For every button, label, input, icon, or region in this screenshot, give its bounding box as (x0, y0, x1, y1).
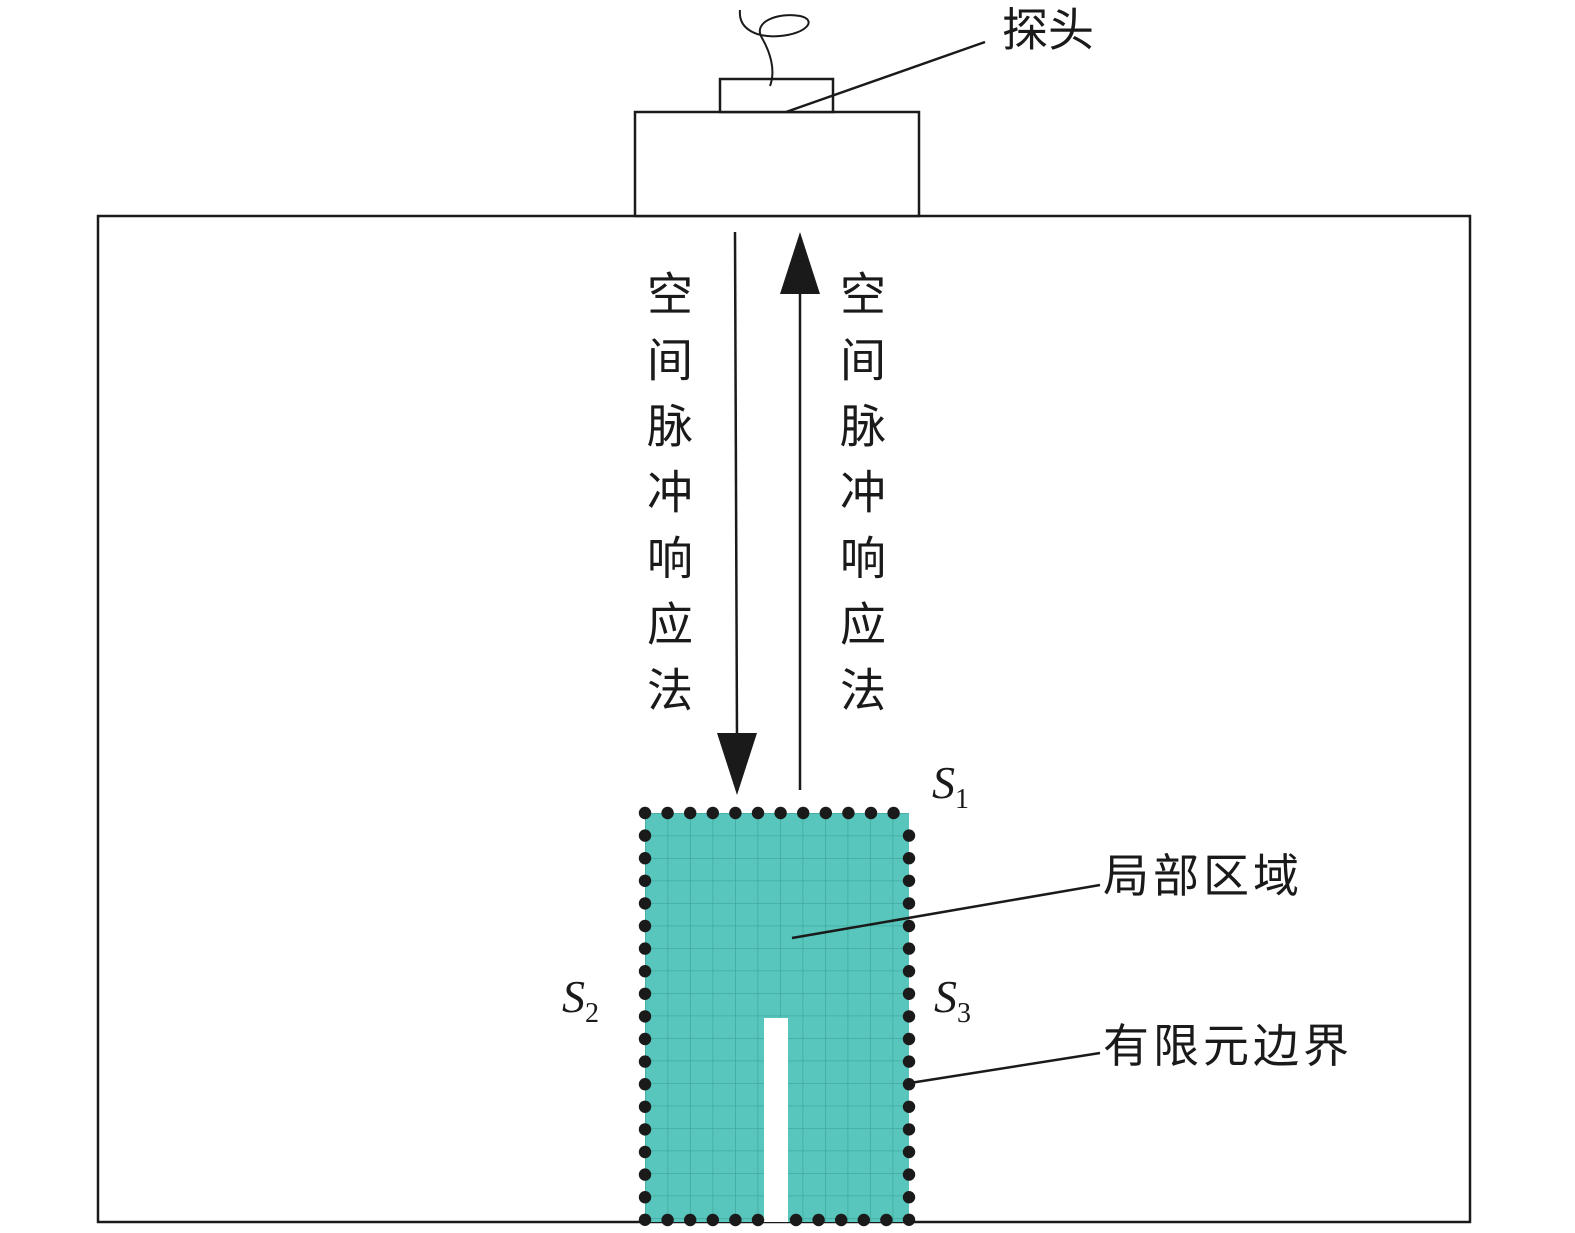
boundary-node (902, 965, 916, 978)
boundary-node (880, 1213, 893, 1227)
boundary-node (638, 1055, 652, 1068)
boundary-node (684, 806, 697, 820)
boundary-node (902, 1191, 916, 1204)
boundary-node (638, 1100, 652, 1114)
boundary-node (902, 829, 916, 842)
boundary-node (638, 806, 652, 820)
boundary-node (842, 806, 855, 820)
fe-boundary-leader-line (909, 1051, 1101, 1085)
fe-boundary-label: 有限元边界 (1103, 1019, 1353, 1073)
boundary-node (661, 1213, 674, 1227)
boundary-node (902, 1168, 916, 1181)
boundary-node (706, 806, 719, 820)
boundary-node (812, 1213, 825, 1227)
down-arrow (717, 231, 757, 795)
s2-symbol: S2 (562, 971, 599, 1029)
boundary-node (638, 965, 652, 978)
fe-boundary-nodes (638, 806, 916, 1227)
down-method-label: 空间脉冲响应法 (640, 270, 694, 732)
boundary-node (638, 1145, 652, 1159)
boundary-node (902, 1123, 916, 1136)
boundary-node (638, 987, 652, 1000)
boundary-node (638, 829, 652, 842)
boundary-node (902, 919, 916, 933)
boundary-node (902, 1145, 916, 1159)
boundary-node (902, 987, 916, 1000)
s1-symbol: S1 (932, 757, 969, 815)
local-region-leader-line (791, 883, 1101, 940)
local-region-label: 局部区域 (1103, 849, 1303, 903)
boundary-node (638, 1213, 652, 1227)
boundary-node (638, 874, 652, 887)
boundary-node (638, 852, 652, 865)
boundary-node (887, 806, 900, 820)
boundary-node (751, 1213, 765, 1227)
boundary-node (706, 1213, 719, 1227)
boundary-node (638, 1010, 652, 1023)
boundary-node (902, 1032, 916, 1046)
boundary-node (729, 806, 742, 820)
boundary-node (902, 897, 916, 910)
boundary-node (684, 1213, 697, 1227)
probe-housing (633, 110, 921, 218)
boundary-node (638, 1191, 652, 1204)
boundary-node (864, 806, 878, 820)
boundary-node (638, 1032, 652, 1046)
up-method-label: 空间脉冲响应法 (833, 270, 887, 732)
boundary-node (819, 806, 832, 820)
up-arrow (780, 232, 820, 790)
boundary-node (857, 1213, 870, 1227)
boundary-node (902, 1078, 916, 1091)
probe-label: 探头 (1002, 3, 1094, 57)
boundary-node (902, 942, 916, 955)
boundary-node (751, 806, 765, 820)
boundary-node (638, 1123, 652, 1136)
boundary-node (902, 852, 916, 865)
boundary-node (797, 806, 810, 820)
boundary-node (902, 1213, 916, 1227)
boundary-node (729, 1213, 742, 1227)
boundary-node (902, 1055, 916, 1068)
crack (764, 1018, 788, 1222)
boundary-node (774, 806, 787, 820)
boundary-node (638, 1078, 652, 1091)
boundary-node (789, 1213, 803, 1227)
boundary-node (835, 1213, 848, 1227)
probe-cable (738, 9, 810, 87)
probe-leader-line (785, 40, 986, 114)
boundary-node (902, 1010, 916, 1023)
boundary-node (638, 919, 652, 933)
s3-symbol: S3 (934, 971, 971, 1029)
boundary-node (638, 1168, 652, 1181)
boundary-node (902, 874, 916, 887)
boundary-node (638, 897, 652, 910)
probe-connector (718, 77, 835, 114)
boundary-node (638, 942, 652, 955)
boundary-node (661, 806, 674, 820)
boundary-node (902, 1100, 916, 1114)
